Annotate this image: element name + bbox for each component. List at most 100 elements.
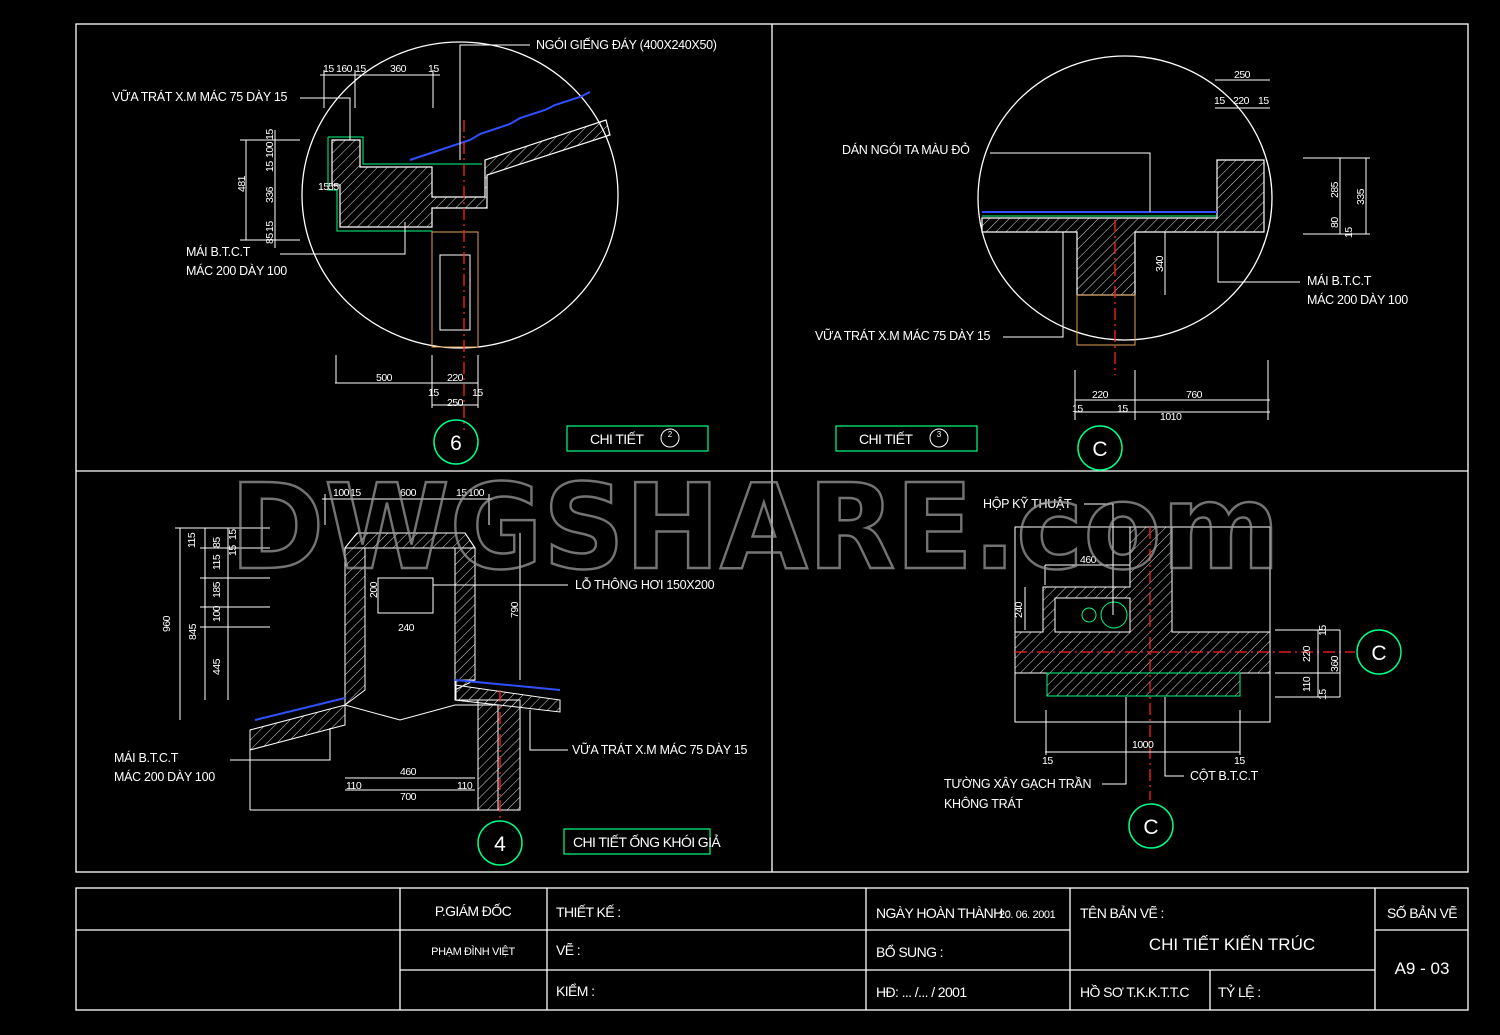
roof-slab-left xyxy=(249,704,346,751)
detail-ref-circle xyxy=(660,428,680,448)
wall-below xyxy=(477,699,521,811)
label-slab-2: MÁC 200 DÀY 100 xyxy=(1307,292,1408,307)
dim-text: 110 xyxy=(346,780,362,792)
vent-hole xyxy=(377,577,434,614)
supplement-label: BỔ SUNG : xyxy=(876,943,943,960)
dim-text: 460 xyxy=(1080,554,1097,566)
dim-text: 285 xyxy=(1329,181,1341,198)
axis-bubble-label: 6 xyxy=(450,432,462,455)
title-block: P.GIÁM ĐỐC PHẠM ĐÌNH VIỆT THIẾT KẾ : VẼ … xyxy=(75,887,1469,1011)
window-frame xyxy=(439,254,471,331)
dim-text: 85 xyxy=(264,233,276,244)
director-title: P.GIÁM ĐỐC xyxy=(435,902,512,919)
dim-text: 220 xyxy=(1233,95,1250,107)
dim-text: 481 xyxy=(236,175,248,192)
dim-text: 100 xyxy=(264,141,276,158)
dim-text: 15 xyxy=(227,529,239,540)
dimension-lines xyxy=(1024,564,1341,755)
dim-text: 335 xyxy=(1355,188,1367,205)
column-and-wall-section xyxy=(1014,526,1271,674)
drawing-name-label: TÊN BẢN VẼ : xyxy=(1080,905,1164,921)
axis-bubble-label: C xyxy=(1143,816,1158,839)
scale-label: TỶ LỆ : xyxy=(1218,984,1260,1000)
detail-tag-label: CHI TIẾT ỐNG KHÓI GIẢ xyxy=(573,833,721,850)
dim-text: 15 xyxy=(264,129,276,140)
label-tile: NGÓI GIẾNG ĐÁY (400X240X50) xyxy=(536,37,717,52)
leader xyxy=(1003,232,1064,338)
dim-text: 500 xyxy=(376,372,393,384)
detail-c-top: DÁN NGÓI TA MÀU ĐỎ MÁI B.T.C.T MÁC 200 D… xyxy=(815,55,1409,471)
dim-text: 1010 xyxy=(1160,411,1182,423)
label-slab-1: MÁI B.T.C.T xyxy=(186,244,251,259)
dim-text: 115 xyxy=(211,554,223,570)
dim-text: 15 xyxy=(1214,95,1225,107)
label-column: CỘT B.T.C.T xyxy=(1190,768,1259,783)
dim-text: 336 xyxy=(264,186,276,203)
leader xyxy=(230,728,331,761)
dim-text: 15 xyxy=(472,387,483,399)
detail-tag-label: CHI TIẾT xyxy=(590,431,644,447)
dim-text: 115 xyxy=(186,532,198,548)
dossier-label: HỒ SƠ T.K.K.T.T.C xyxy=(1080,983,1189,1000)
dim-text: 15 xyxy=(350,487,361,499)
axis-bubble-c-right xyxy=(1356,629,1402,675)
detail-circle xyxy=(301,41,619,349)
dim-text: 460 xyxy=(400,766,417,778)
detail-circle xyxy=(977,55,1273,341)
dim-text: 240 xyxy=(1013,601,1025,618)
label-wall-2: KHÔNG TRÁT xyxy=(944,796,1023,811)
axis-bubble-6 xyxy=(433,419,479,465)
leader xyxy=(1102,697,1127,785)
axis-bubble-label: C xyxy=(1092,438,1107,461)
dim-text: 85 xyxy=(211,537,223,548)
label-technical-box: HỘP KỸ THUẬT xyxy=(983,496,1072,511)
dim-text: 15 xyxy=(1234,755,1245,767)
label-tile: DÁN NGÓI TA MÀU ĐỎ xyxy=(842,142,970,157)
dim-text: 100 xyxy=(211,605,223,622)
dim-text: 15 xyxy=(456,487,467,499)
dim-text: 845 xyxy=(187,623,199,640)
dim-text: 15 xyxy=(355,63,366,75)
dim-text: 100 xyxy=(333,487,350,499)
leader xyxy=(280,222,406,255)
dim-text: 15 xyxy=(1317,625,1329,636)
drawing-name: CHI TIẾT KIẾN TRÚC xyxy=(1149,935,1315,954)
chimney-wall-right xyxy=(454,547,476,691)
checked-by-label: KIỂM : xyxy=(556,982,594,999)
dim-text: 15 xyxy=(227,545,239,556)
dim-text: 240 xyxy=(398,622,415,634)
dim-text: 360 xyxy=(1329,655,1341,672)
detail-c-bottom: HỘP KỸ THUẬT TƯỜNG XÂY GẠCH TRẦN KHÔNG T… xyxy=(944,496,1402,849)
axis-bubble-c xyxy=(1077,425,1123,471)
dim-text: 1000 xyxy=(1132,739,1154,751)
designed-by-label: THIẾT KẾ : xyxy=(556,904,621,920)
dim-text: 250 xyxy=(447,397,464,409)
dim-text: 15 xyxy=(1117,403,1128,415)
roof-slab-section xyxy=(331,119,611,228)
detail-tag-label: CHI TIẾT xyxy=(859,431,913,447)
leader xyxy=(1084,503,1114,615)
label-plaster: VỮA TRÁT X.M MÁC 75 DÀY 15 xyxy=(815,328,991,343)
contract-number: HĐ: ... /... / 2001 xyxy=(876,984,967,1000)
dim-text: 110 xyxy=(1301,676,1313,692)
detail-ref-number: 2 xyxy=(668,430,673,439)
detail-4: LỖ THÔNG HƠI 150X200 VỮA TRÁT X.M MÁC 75… xyxy=(114,487,748,866)
dim-text: 700 xyxy=(400,791,417,803)
dim-text: 340 xyxy=(1154,255,1166,272)
completion-date-label: NGÀY HOÀN THÀNH : xyxy=(876,905,1009,921)
roof-slab-section xyxy=(981,159,1265,296)
dim-text: 360 xyxy=(390,63,407,75)
dim-text: 790 xyxy=(509,601,521,618)
dim-text: 15 xyxy=(264,221,276,232)
dim-text: 445 xyxy=(211,658,223,675)
dim-text: 200 xyxy=(368,581,380,598)
dim-text: 220 xyxy=(1301,645,1313,662)
dim-text: 15 xyxy=(428,63,439,75)
dim-text: 15 xyxy=(323,63,334,75)
leader xyxy=(459,44,530,160)
brick-wall xyxy=(1046,672,1241,697)
dimension-lines xyxy=(240,70,479,408)
leader xyxy=(990,152,1151,212)
roof-slab-right xyxy=(454,684,561,713)
director-name: PHẠM ĐÌNH VIỆT xyxy=(431,945,515,958)
